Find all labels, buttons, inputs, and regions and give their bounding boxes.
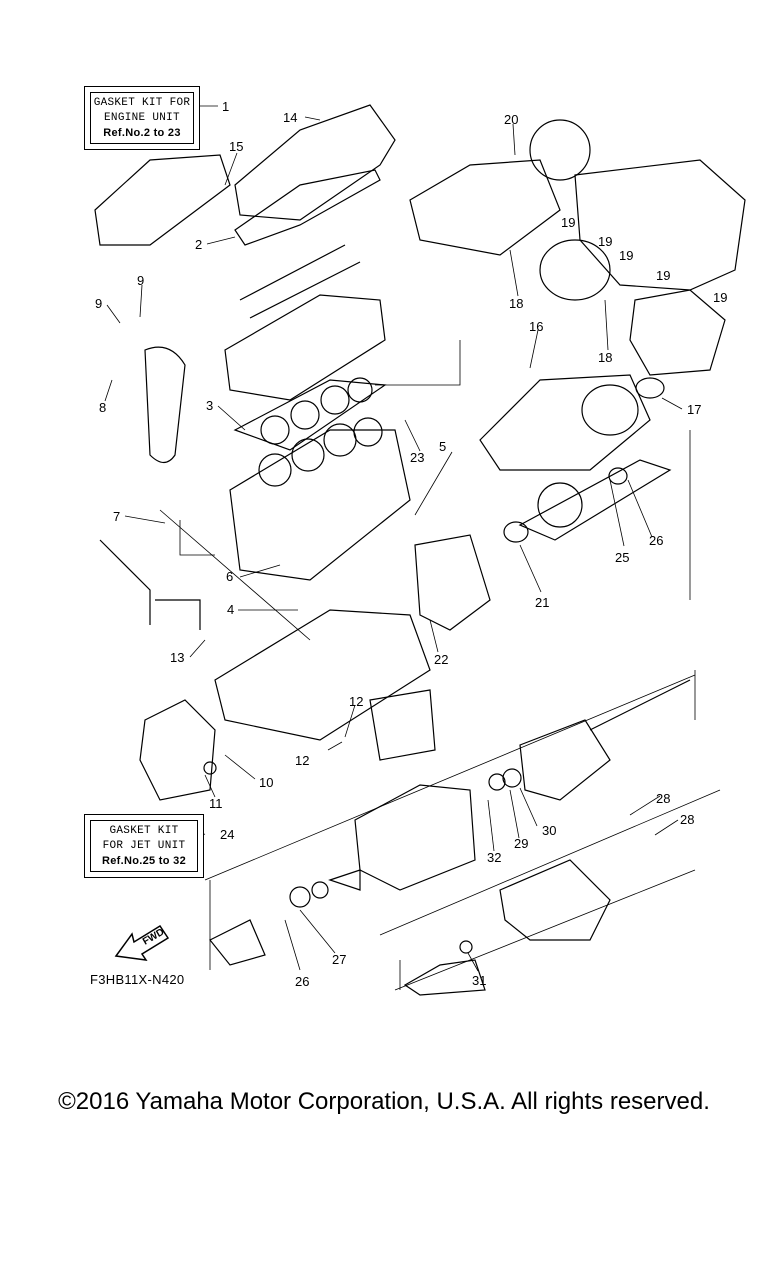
callout-17: 17: [687, 402, 701, 417]
engine-kit-line2: ENGINE UNIT: [104, 111, 180, 124]
callout-27: 27: [332, 952, 346, 967]
jet-kit-ref: Ref.No.25 to 32: [102, 854, 186, 867]
exploded-parts-diagram: 1 2 3 4 5 6 7 8 9 9 10 11 12 12 13 14 15…: [94, 99, 746, 996]
callout-19a: 19: [561, 215, 575, 230]
copyright-notice: ©2016 Yamaha Motor Corporation, U.S.A. A…: [58, 1088, 710, 1115]
callout-1: 1: [222, 99, 229, 114]
callout-9a: 9: [137, 273, 144, 288]
callout-28a: 28: [656, 791, 670, 806]
callout-13: 13: [170, 650, 184, 665]
callout-19b: 19: [598, 234, 612, 249]
callout-2: 2: [195, 237, 202, 252]
callout-18b: 18: [598, 350, 612, 365]
callout-11: 11: [209, 796, 223, 811]
callout-9b: 9: [95, 296, 102, 311]
exhaust-manifold: [94, 154, 231, 246]
valve-cover: [234, 104, 396, 221]
callout-32: 32: [487, 850, 501, 865]
callout-18a: 18: [509, 296, 523, 311]
camshafts: [239, 244, 361, 319]
callout-19c: 19: [619, 248, 633, 263]
cylinder-block: [229, 429, 411, 581]
nozzle: [499, 859, 611, 941]
callout-24: 24: [220, 827, 234, 842]
callout-25: 25: [615, 550, 629, 565]
impeller-housing: [519, 719, 611, 801]
dipstick-tube: [99, 539, 201, 630]
jet-pump-housing: [354, 784, 476, 891]
jet-gasket-kit-label: GASKET KIT FOR JET UNIT Ref.No.25 to 32: [84, 814, 204, 878]
callout-4: 4: [227, 602, 234, 617]
callout-30: 30: [542, 823, 556, 838]
callout-31: 31: [472, 973, 486, 988]
jet-kit-line1: GASKET KIT: [109, 824, 179, 837]
engine-gasket-kit-label: GASKET KIT FOR ENGINE UNIT Ref.No.2 to 2…: [84, 86, 200, 150]
callout-12b: 12: [295, 753, 309, 768]
drive-shaft: [589, 679, 691, 731]
diagram-part-number: F3HB11X-N420: [90, 972, 185, 987]
oil-filter-housing: [369, 689, 436, 761]
timing-chain: [144, 346, 186, 464]
jet-kit-line2: FOR JET UNIT: [102, 839, 186, 852]
callout-8: 8: [99, 400, 106, 415]
callout-20: 20: [504, 112, 518, 127]
intake-housing: [409, 159, 561, 256]
engine-kit-line1: GASKET KIT FOR: [93, 96, 191, 109]
output-shaft: [518, 459, 672, 541]
callout-28b: 28: [680, 812, 694, 827]
callout-19d: 19: [656, 268, 670, 283]
callout-23: 23: [410, 450, 424, 465]
exhaust-elbow: [629, 289, 726, 376]
callout-7: 7: [113, 509, 120, 524]
callout-12a: 12: [349, 694, 363, 709]
callout-10: 10: [259, 775, 273, 790]
exhaust-cover: [574, 159, 746, 291]
callout-15: 15: [229, 139, 243, 154]
coupler: [403, 959, 486, 996]
bearing-housing: [209, 919, 266, 966]
valve-cover-gasket: [234, 169, 381, 246]
callout-6: 6: [226, 569, 233, 584]
water-pump-housing: [414, 534, 491, 631]
callout-29: 29: [514, 836, 528, 851]
callout-21: 21: [535, 595, 549, 610]
intercooler: [479, 374, 651, 471]
cylinder-head: [224, 294, 386, 401]
forward-arrow-icon: FWD: [114, 924, 170, 961]
callout-14: 14: [283, 110, 297, 125]
callout-16: 16: [529, 319, 543, 334]
callout-19e: 19: [713, 290, 727, 305]
callout-5: 5: [439, 439, 446, 454]
oil-pump: [139, 699, 216, 801]
callout-3: 3: [206, 398, 213, 413]
crankcase: [214, 609, 431, 741]
callout-26a: 26: [649, 533, 663, 548]
engine-kit-ref: Ref.No.2 to 23: [103, 126, 181, 139]
callout-26b: 26: [295, 974, 309, 989]
callout-22: 22: [434, 652, 448, 667]
